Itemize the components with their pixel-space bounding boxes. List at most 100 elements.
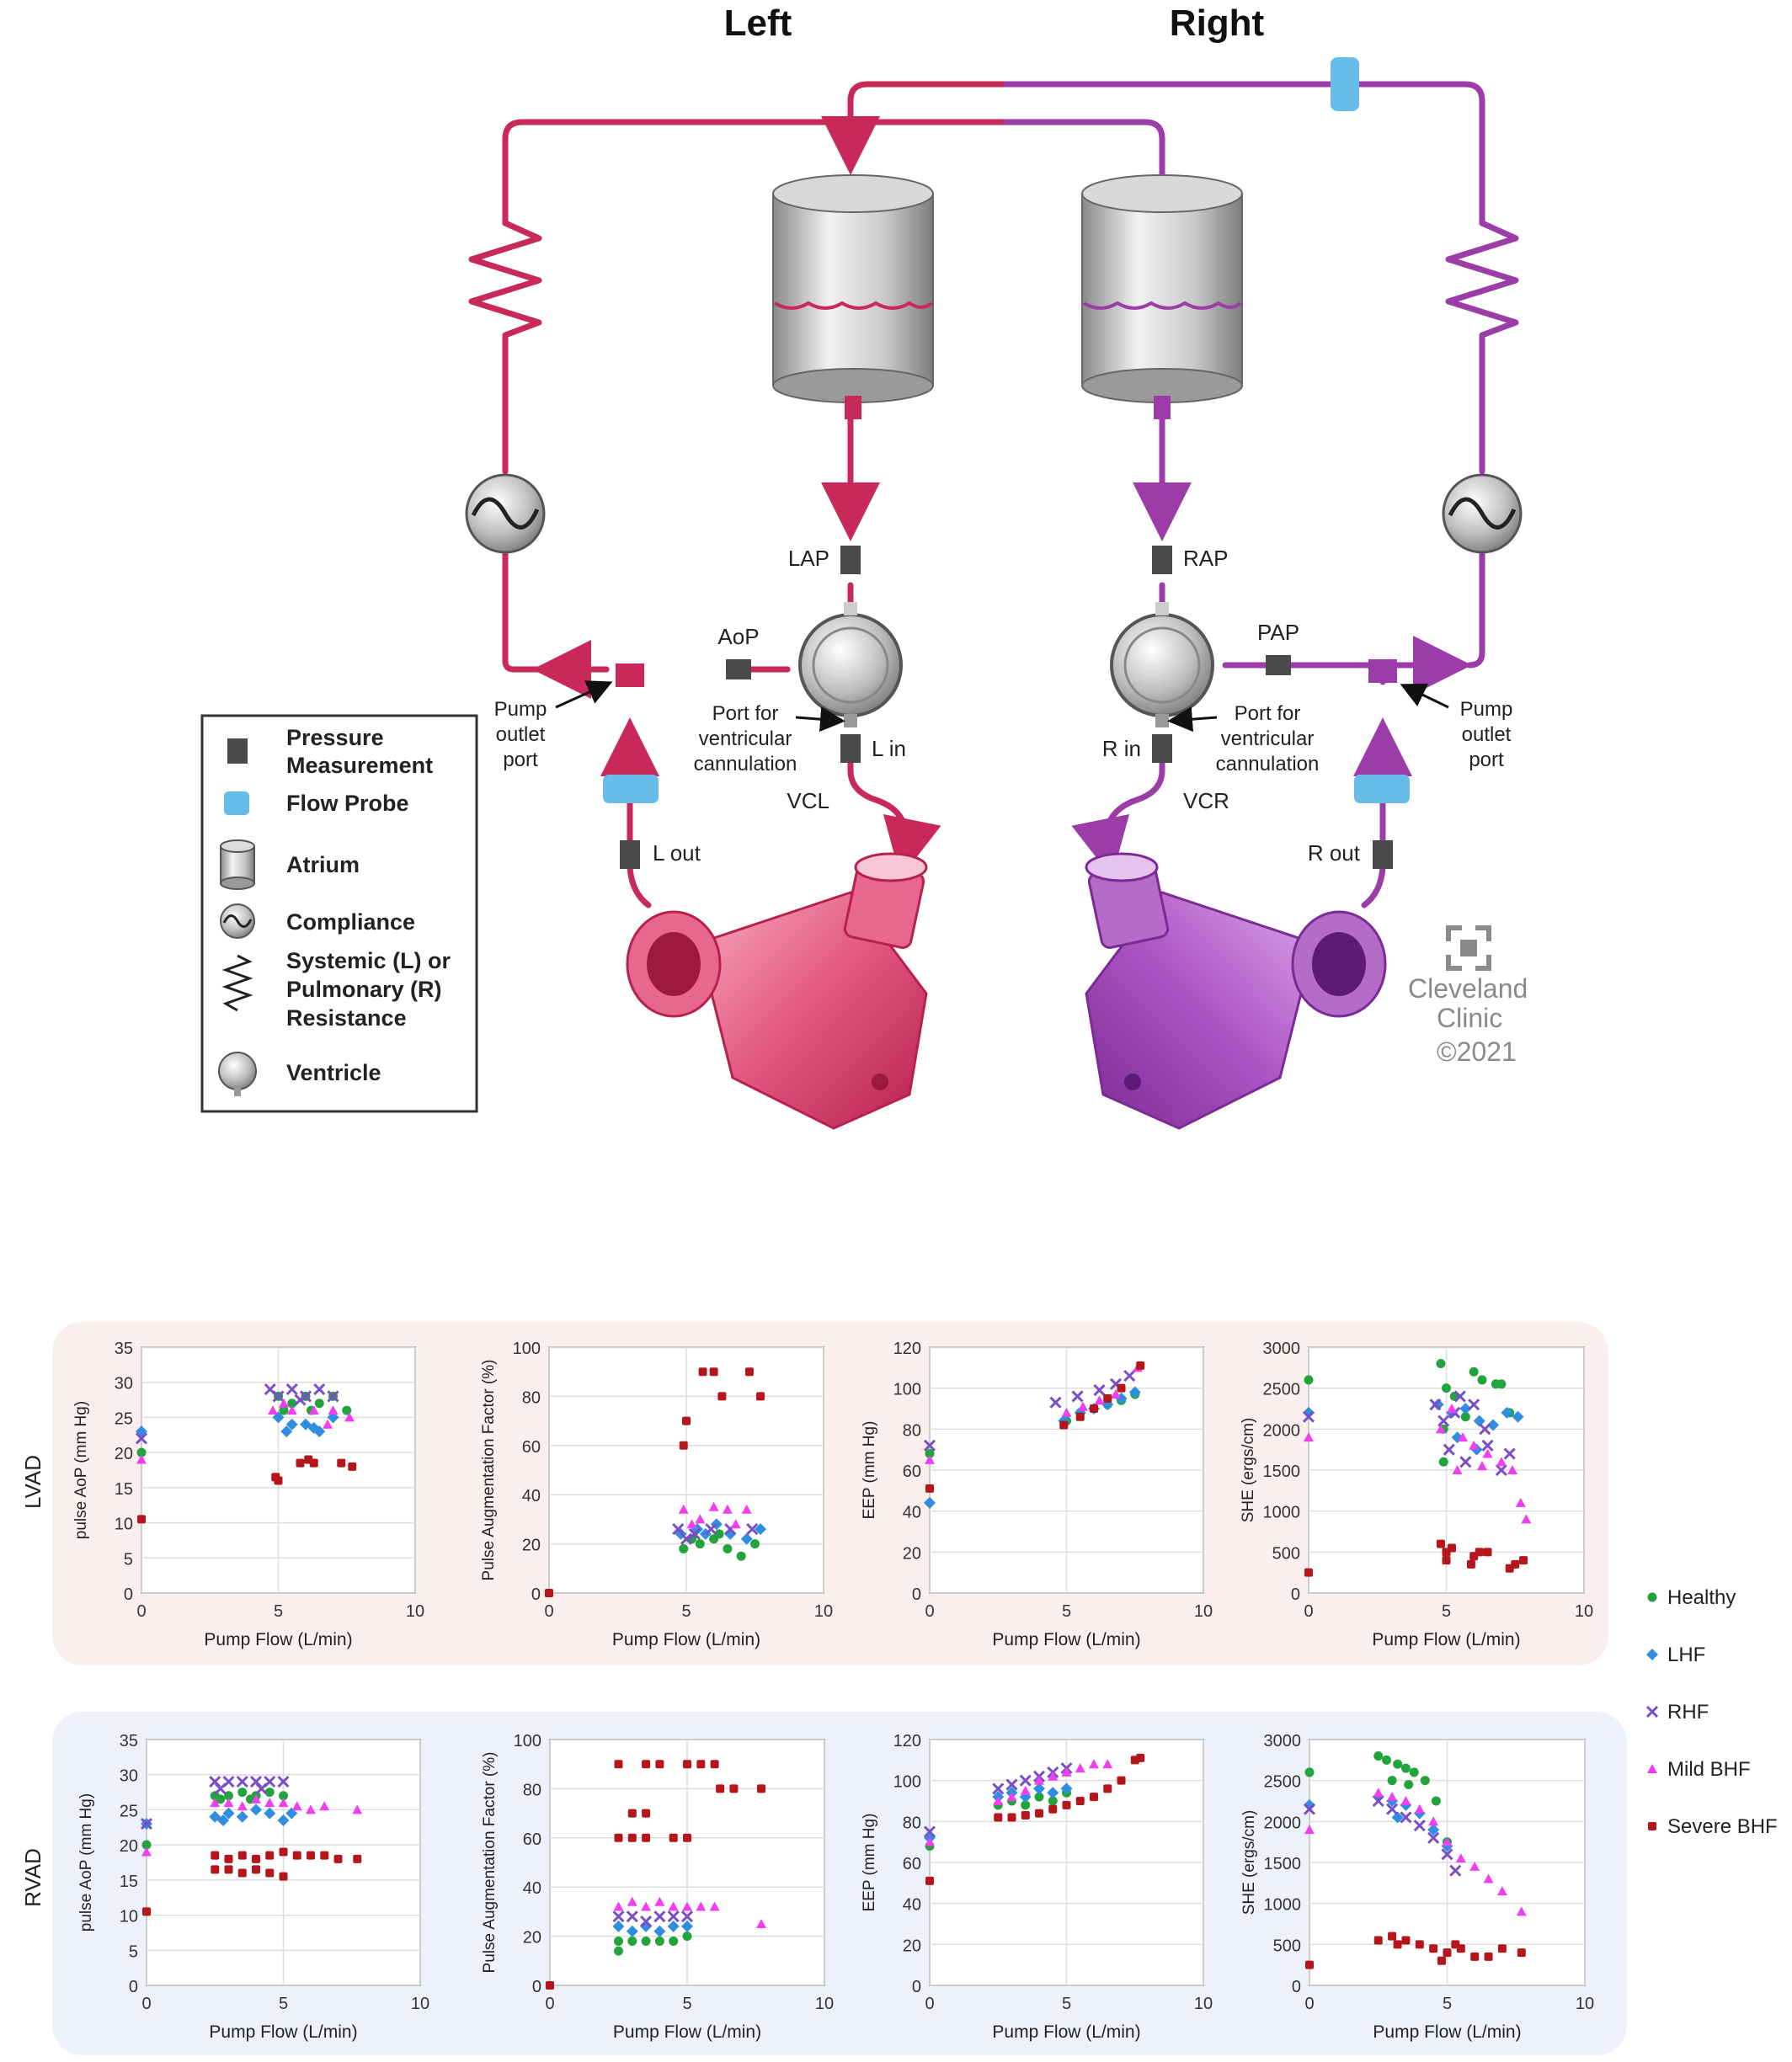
data-point bbox=[1387, 1776, 1397, 1786]
y-tick-label: 100 bbox=[513, 1340, 541, 1358]
left-ventricle bbox=[798, 602, 903, 727]
data-point bbox=[1484, 1952, 1493, 1961]
data-point bbox=[1496, 1886, 1507, 1896]
data-point bbox=[641, 1936, 651, 1946]
l-in-sensor bbox=[840, 734, 861, 763]
data-point bbox=[750, 1539, 760, 1549]
series-lhf bbox=[612, 1920, 693, 1937]
data-point bbox=[1477, 1461, 1488, 1471]
data-point bbox=[1473, 1415, 1485, 1427]
data-point bbox=[627, 1936, 637, 1946]
x-tick-label: 10 bbox=[411, 1995, 429, 2013]
port-right-line1: Port for bbox=[1235, 702, 1301, 725]
data-point bbox=[1511, 1559, 1520, 1569]
data-point bbox=[698, 1367, 707, 1377]
x-tick-label: 0 bbox=[1304, 1995, 1314, 2013]
x-tick-label: 0 bbox=[925, 1602, 934, 1621]
cleveland-clinic-logo: Cleveland Clinic ©2021 bbox=[1408, 925, 1528, 1067]
data-point bbox=[696, 1901, 707, 1911]
rvad-panel bbox=[52, 1712, 1627, 2055]
series-lhf bbox=[136, 1411, 339, 1438]
data-point bbox=[1103, 1784, 1112, 1793]
data-point bbox=[925, 1484, 934, 1493]
x-tick-label: 10 bbox=[1576, 1995, 1594, 2013]
data-point bbox=[1019, 1774, 1032, 1787]
data-point bbox=[1442, 1836, 1453, 1846]
legend-pressure-line1: Pressure bbox=[286, 725, 384, 750]
data-point bbox=[1507, 1465, 1517, 1474]
data-point bbox=[1021, 1811, 1030, 1820]
data-point bbox=[1427, 1831, 1440, 1844]
series-severe-bhf bbox=[142, 1847, 362, 1916]
y-tick-label: 2500 bbox=[1264, 1773, 1302, 1792]
right-compliance-icon bbox=[1442, 473, 1523, 554]
data-point bbox=[614, 1946, 623, 1956]
data-point bbox=[333, 1854, 343, 1863]
data-point bbox=[1059, 1420, 1069, 1430]
data-point bbox=[682, 1931, 692, 1942]
series-rhf bbox=[923, 1370, 1136, 1452]
x-axis-label: Pump Flow (L/min) bbox=[613, 2022, 761, 2042]
data-point bbox=[1481, 1439, 1494, 1452]
series-severe-bhf bbox=[1304, 1539, 1528, 1577]
lvad-panel bbox=[52, 1322, 1608, 1665]
data-point bbox=[277, 1775, 290, 1788]
data-point bbox=[1428, 1816, 1439, 1826]
data-point bbox=[308, 1405, 319, 1415]
series-severe-bhf bbox=[546, 1760, 766, 1990]
lvad-row-label: LVAD bbox=[20, 1455, 45, 1509]
data-point bbox=[1466, 1559, 1475, 1569]
data-point bbox=[1443, 1443, 1455, 1456]
y-tick-label: 20 bbox=[522, 1537, 541, 1555]
data-point bbox=[1516, 1906, 1527, 1916]
data-point bbox=[1441, 1848, 1453, 1861]
data-point bbox=[925, 1449, 935, 1459]
y-tick-label: 20 bbox=[903, 1937, 921, 1955]
y-tick-label: 1500 bbox=[1264, 1855, 1302, 1873]
y-tick-label: 40 bbox=[523, 1879, 541, 1898]
y-axis-label: pulse AoP (mm Hg) bbox=[72, 1401, 90, 1539]
l-out-label: L out bbox=[653, 840, 701, 866]
series-rhf bbox=[1303, 1794, 1462, 1877]
legend-resistance-line2: Pulmonary (R) bbox=[286, 977, 442, 1002]
data-point bbox=[337, 1458, 346, 1468]
legend-marker bbox=[1647, 1592, 1657, 1602]
x-tick-label: 10 bbox=[815, 1995, 834, 2013]
y-tick-label: 15 bbox=[115, 1480, 133, 1499]
series-healthy bbox=[614, 1931, 692, 1956]
x-tick-label: 0 bbox=[136, 1602, 146, 1621]
y-tick-label: 60 bbox=[522, 1438, 541, 1457]
data-point bbox=[1034, 1775, 1044, 1785]
series-severe-bhf bbox=[925, 1753, 1145, 1885]
data-point bbox=[682, 1416, 691, 1425]
data-point bbox=[923, 1439, 936, 1452]
y-tick-label: 0 bbox=[531, 1585, 541, 1604]
data-point bbox=[1071, 1390, 1084, 1403]
data-point bbox=[746, 1523, 759, 1536]
y-axis-label: pulse AoP (mm Hg) bbox=[77, 1793, 95, 1931]
data-point bbox=[272, 1390, 285, 1403]
data-point bbox=[277, 1814, 290, 1826]
data-point bbox=[1020, 1785, 1031, 1795]
legend-entry: RHF bbox=[1667, 1701, 1709, 1724]
data-point bbox=[1429, 1944, 1438, 1953]
data-point bbox=[1136, 1361, 1145, 1370]
data-point bbox=[1075, 1763, 1085, 1773]
x-axis-label: Pump Flow (L/min) bbox=[612, 1630, 760, 1649]
data-point bbox=[627, 1896, 637, 1906]
data-point bbox=[756, 1919, 767, 1928]
r-in-label: R in bbox=[1102, 736, 1141, 761]
data-point bbox=[740, 1532, 753, 1545]
data-point bbox=[682, 1901, 692, 1911]
data-point bbox=[1469, 1861, 1480, 1871]
pointer-left-port bbox=[795, 706, 845, 733]
data-point bbox=[1517, 1948, 1526, 1958]
right-pump bbox=[1085, 852, 1387, 1130]
data-point bbox=[696, 1760, 706, 1769]
data-point bbox=[678, 1504, 689, 1514]
logo-line2: Clinic bbox=[1437, 1003, 1502, 1033]
data-point bbox=[309, 1458, 318, 1468]
